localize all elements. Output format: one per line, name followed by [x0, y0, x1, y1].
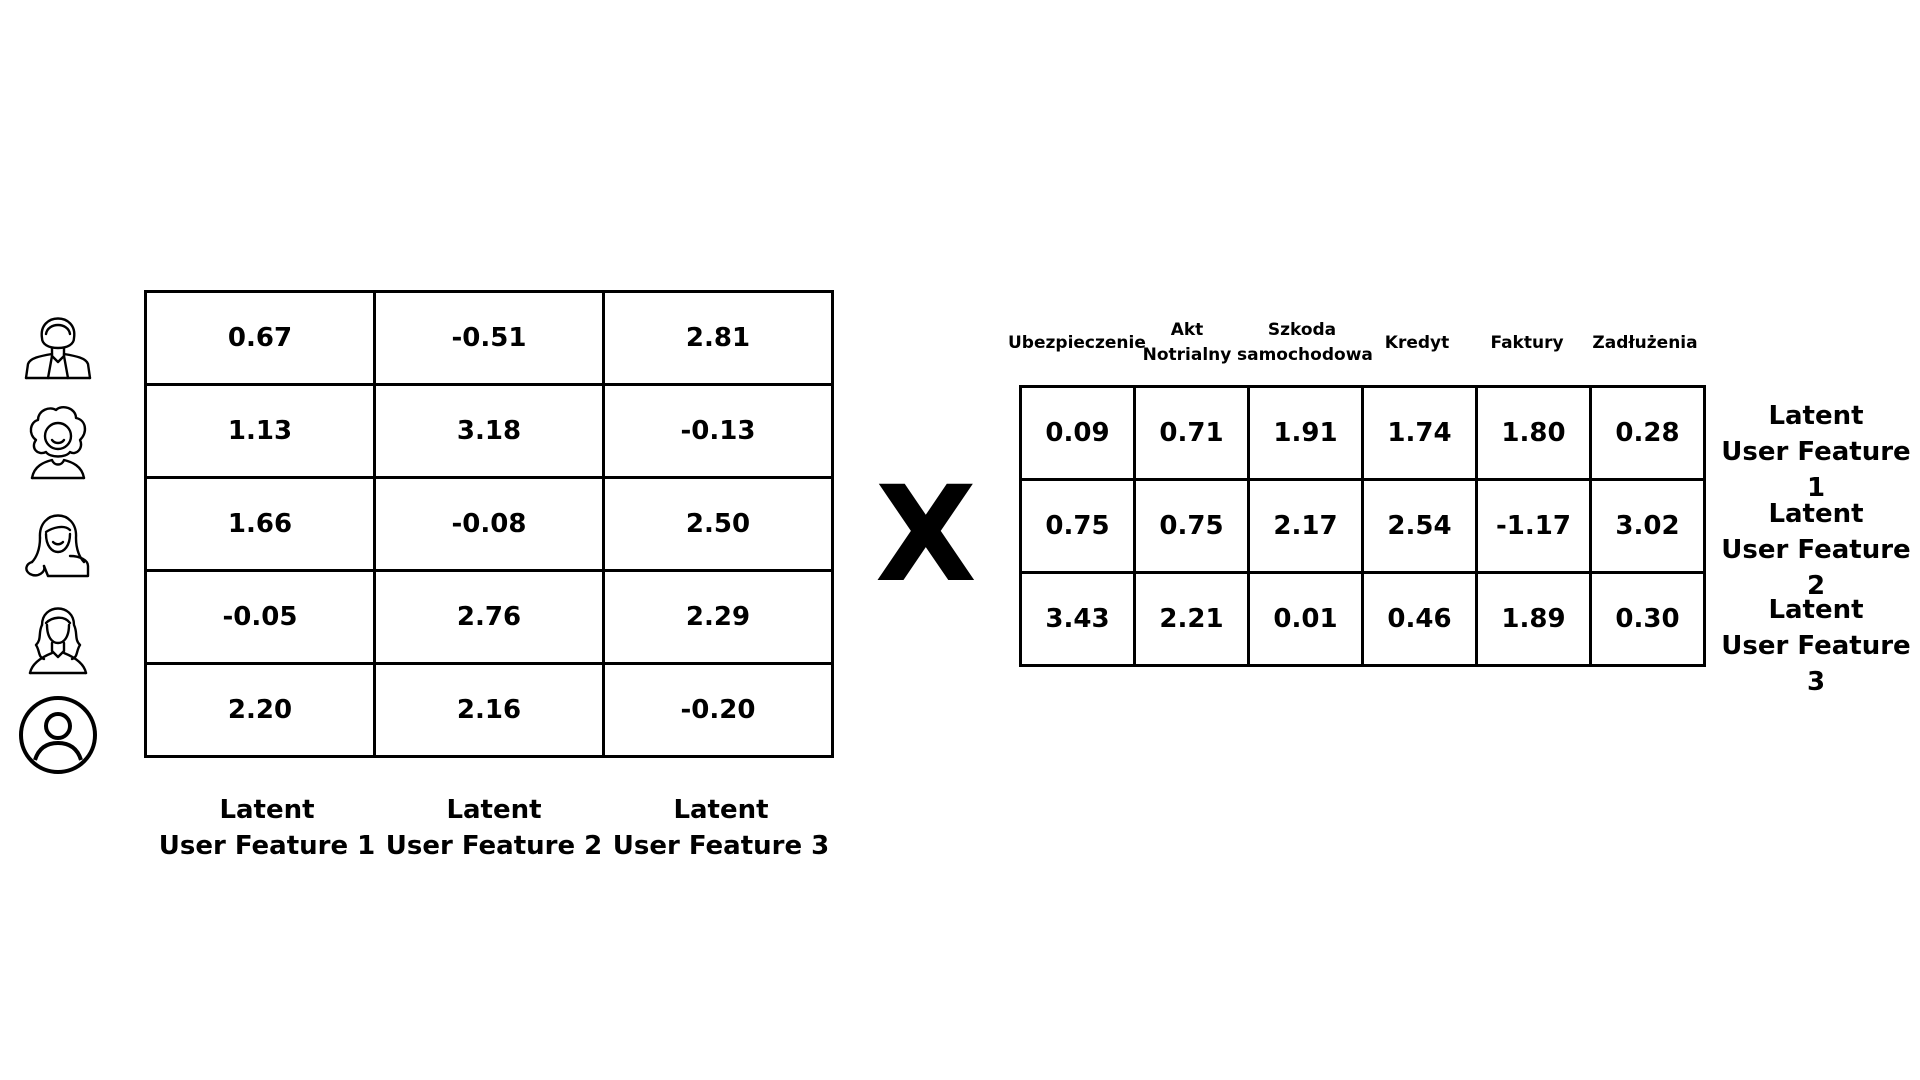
label-line: User Feature 3	[1721, 631, 1911, 697]
matrix-cell: 0.28	[1589, 385, 1706, 481]
matrix-cell: 0.67	[144, 290, 376, 386]
user-circle-icon	[18, 695, 98, 775]
matrix-cell: 2.29	[602, 569, 834, 665]
matrix-cell: -0.08	[373, 476, 605, 572]
table-row: 2.20 2.16 -0.20	[144, 662, 834, 758]
label-line: Latent	[219, 795, 315, 825]
label-line: User Feature 2	[385, 831, 603, 861]
matrix-cell: 2.17	[1247, 478, 1364, 574]
matrix-cell: 2.81	[602, 290, 834, 386]
user-matrix-column-label: Latent User Feature 2	[379, 792, 609, 864]
item-column-header: Zadłużenia	[1580, 331, 1710, 356]
matrix-cell: 0.75	[1019, 478, 1136, 574]
header-line: Notrialny	[1142, 345, 1232, 365]
header-line: Akt	[1170, 320, 1204, 340]
matrix-cell: -1.17	[1475, 478, 1592, 574]
woman-long-hair-icon	[18, 498, 98, 578]
table-row: 1.66 -0.08 2.50	[144, 476, 834, 572]
label-line: Latent	[1768, 499, 1864, 529]
table-row: 0.09 0.71 1.91 1.74 1.80 0.28	[1019, 385, 1706, 481]
item-latent-matrix: 0.09 0.71 1.91 1.74 1.80 0.28 0.75 0.75 …	[1019, 385, 1706, 667]
matrix-cell: 0.71	[1133, 385, 1250, 481]
woman-business-icon	[18, 300, 98, 380]
label-line: Latent	[1768, 401, 1864, 431]
label-line: User Feature 1	[158, 831, 376, 861]
item-matrix-row-label: Latent User Feature 1	[1716, 398, 1916, 506]
header-line: Kredyt	[1384, 333, 1450, 353]
user-matrix-column-label: Latent User Feature 1	[152, 792, 382, 864]
table-row: 0.75 0.75 2.17 2.54 -1.17 3.02	[1019, 478, 1706, 574]
header-line: Szkoda	[1267, 320, 1337, 340]
matrix-cell: 2.20	[144, 662, 376, 758]
matrix-cell: 1.89	[1475, 571, 1592, 667]
matrix-cell: -0.51	[373, 290, 605, 386]
matrix-cell: 2.76	[373, 569, 605, 665]
matrix-cell: 0.46	[1361, 571, 1478, 667]
matrix-cell: 3.43	[1019, 571, 1136, 667]
header-line: Ubezpieczenie	[1008, 333, 1146, 353]
matrix-cell: 0.09	[1019, 385, 1136, 481]
matrix-cell: 1.66	[144, 476, 376, 572]
header-line: Zadłużenia	[1592, 333, 1698, 353]
matrix-cell: 2.21	[1133, 571, 1250, 667]
label-line: User Feature 1	[1721, 437, 1911, 503]
matrix-cell: 1.13	[144, 383, 376, 479]
matrix-cell: 0.01	[1247, 571, 1364, 667]
item-column-header: Szkoda samochodowa	[1237, 318, 1373, 368]
matrix-cell: -0.05	[144, 569, 376, 665]
table-row: 1.13 3.18 -0.13	[144, 383, 834, 479]
label-line: Latent	[1768, 595, 1864, 625]
woman-curly-hair-icon	[18, 400, 98, 480]
label-line: User Feature 2	[1721, 535, 1911, 601]
matrix-cell: 2.16	[373, 662, 605, 758]
item-column-header: Akt Notrialny	[1122, 318, 1252, 368]
item-column-header: Kredyt	[1352, 331, 1482, 356]
label-line: Latent	[446, 795, 542, 825]
item-matrix-row-label: Latent User Feature 2	[1716, 496, 1916, 604]
matrix-cell: 1.74	[1361, 385, 1478, 481]
header-line: Faktury	[1490, 333, 1564, 353]
matrix-cell: 0.30	[1589, 571, 1706, 667]
matrix-cell: 2.54	[1361, 478, 1478, 574]
item-matrix-row-label: Latent User Feature 3	[1716, 592, 1916, 700]
label-line: Latent	[673, 795, 769, 825]
matrix-cell: 0.75	[1133, 478, 1250, 574]
table-row: -0.05 2.76 2.29	[144, 569, 834, 665]
matrix-cell: -0.13	[602, 383, 834, 479]
item-column-header: Ubezpieczenie	[1008, 331, 1146, 356]
user-matrix-column-label: Latent User Feature 3	[606, 792, 836, 864]
table-row: 3.43 2.21 0.01 0.46 1.89 0.30	[1019, 571, 1706, 667]
label-line: User Feature 3	[612, 831, 830, 861]
item-column-header: Faktury	[1462, 331, 1592, 356]
table-row: 0.67 -0.51 2.81	[144, 290, 834, 386]
multiplication-operator: X	[875, 458, 977, 612]
matrix-cell: 3.18	[373, 383, 605, 479]
user-latent-matrix: 0.67 -0.51 2.81 1.13 3.18 -0.13 1.66 -0.…	[144, 290, 834, 758]
matrix-cell: 1.80	[1475, 385, 1592, 481]
woman-wavy-hair-icon	[18, 595, 98, 675]
matrix-cell: 2.50	[602, 476, 834, 572]
matrix-cell: 3.02	[1589, 478, 1706, 574]
header-line: samochodowa	[1237, 345, 1373, 365]
matrix-cell: 1.91	[1247, 385, 1364, 481]
matrix-cell: -0.20	[602, 662, 834, 758]
